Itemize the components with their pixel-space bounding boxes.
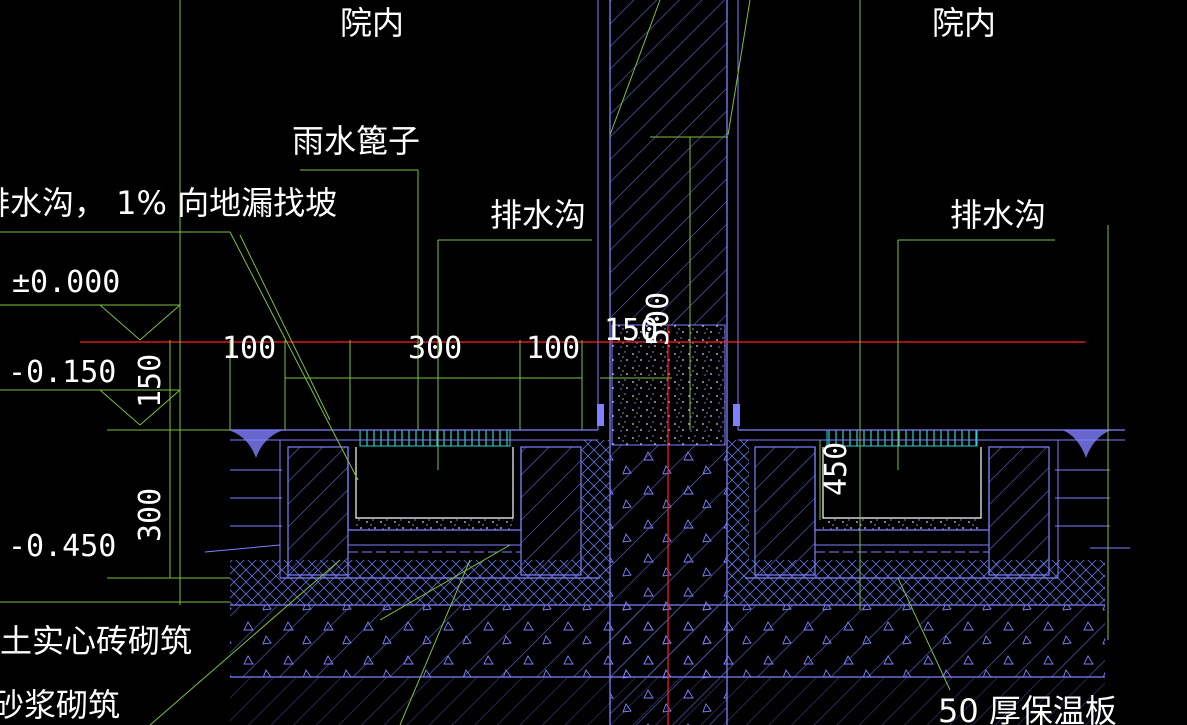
annotation-labels: 院内 院内 雨水篦子 排水沟， 1% 向地漏找坡 排水沟 排水沟 土实心砖砌筑 … <box>0 4 1117 725</box>
elevation-marks: ±0.000 -0.150 -0.450 <box>8 265 120 564</box>
dim-100-left: 100 <box>222 331 276 366</box>
dim-150: 150 <box>604 313 658 348</box>
label-courtyard-right: 院内 <box>932 4 996 42</box>
dim-300-vertical: 300 <box>133 488 168 542</box>
dim-100-right: 100 <box>526 331 580 366</box>
elevation-0000: ±0.000 <box>12 265 120 300</box>
label-drain-slope-note: 排水沟， 1% 向地漏找坡 <box>0 184 337 222</box>
leader-lines <box>0 0 1109 725</box>
dim-150-vertical: 150 <box>133 354 168 408</box>
dim-500: 500 <box>641 292 676 346</box>
label-rain-grate: 雨水篦子 <box>292 122 420 160</box>
paving-surface <box>204 404 1130 553</box>
label-mortar-note: 砂浆砌筑 <box>0 686 120 724</box>
label-brick-note: 土实心砖砌筑 <box>0 622 192 660</box>
dimension-texts: 100 300 100 150 500 150 300 450 <box>133 292 854 542</box>
dim-450-vertical: 450 <box>819 442 854 496</box>
left-drain-grate <box>359 429 511 447</box>
column-side-walls <box>582 440 749 578</box>
label-drain-right: 排水沟 <box>950 196 1046 234</box>
elevation-minus-0450: -0.450 <box>8 529 116 564</box>
dim-300: 300 <box>408 331 462 366</box>
label-drain-left: 排水沟 <box>490 196 586 234</box>
left-drain-trench <box>279 440 600 579</box>
elevation-minus-0150: -0.150 <box>8 355 116 390</box>
label-insulation-note: 50 厚保温板 <box>938 692 1117 725</box>
right-drain-trench <box>745 440 1059 579</box>
label-courtyard-left: 院内 <box>340 4 404 42</box>
